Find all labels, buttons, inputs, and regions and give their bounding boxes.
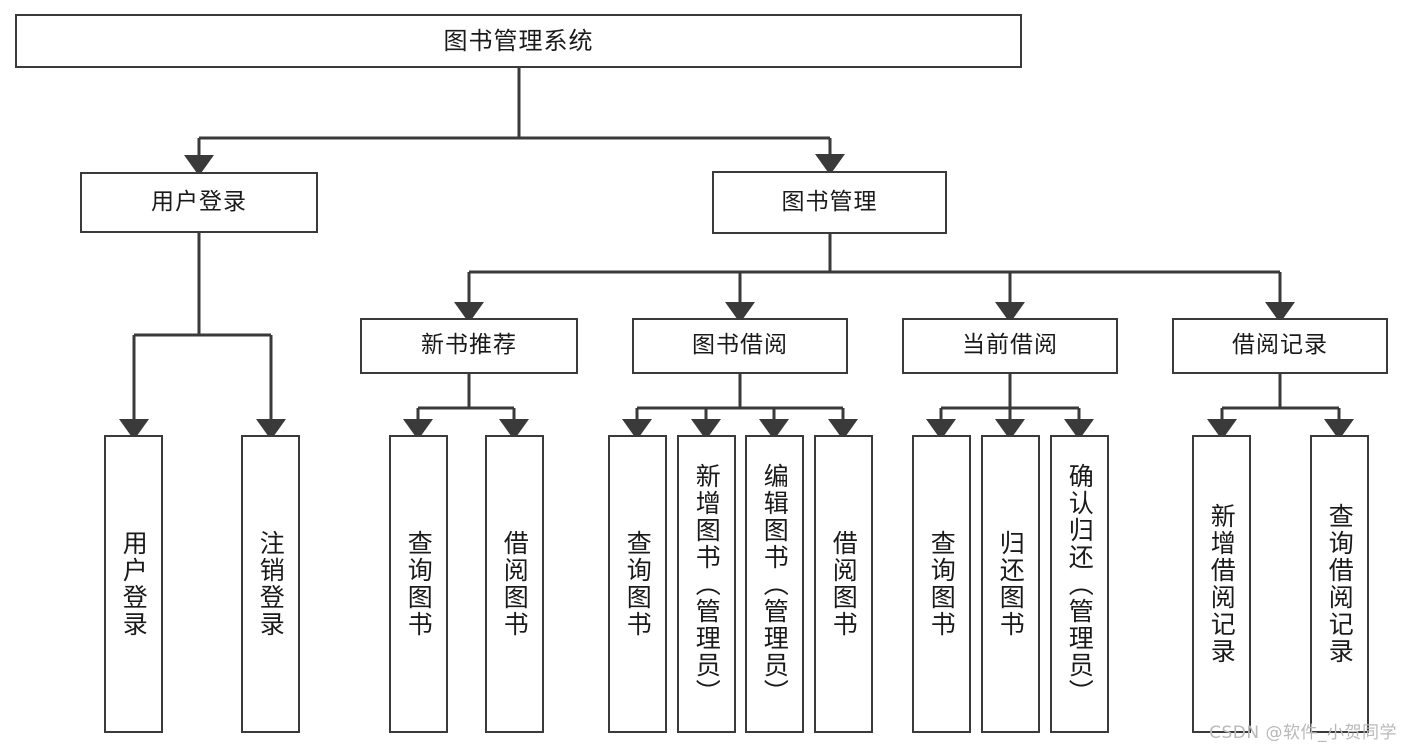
node-user-login[interactable]: 用户登录 — [80, 172, 318, 233]
leaf-new-book-borrow-book[interactable]: 借阅图书 — [485, 435, 544, 733]
node-label: 确认归还（管理员） — [1065, 462, 1095, 706]
node-label: 新增借阅记录 — [1207, 503, 1237, 665]
node-label: 注销登录 — [256, 530, 286, 638]
node-new-book-recommend[interactable]: 新书推荐 — [360, 318, 578, 374]
node-label: 查询图书 — [623, 530, 653, 638]
node-label: 查询图书 — [927, 530, 957, 638]
node-label: 新书推荐 — [421, 332, 517, 359]
node-root-book-management-system[interactable]: 图书管理系统 — [15, 14, 1022, 68]
node-label: 当前借阅 — [962, 332, 1058, 359]
node-label: 用户登录 — [119, 530, 149, 638]
node-label: 归还图书 — [996, 530, 1026, 638]
node-label: 新增图书（管理员） — [692, 462, 722, 706]
node-label: 借阅图书 — [500, 530, 530, 638]
node-label: 借阅图书 — [829, 530, 859, 638]
leaf-borrow-record-query-record[interactable]: 查询借阅记录 — [1310, 435, 1369, 733]
node-borrow-record[interactable]: 借阅记录 — [1172, 318, 1388, 374]
node-label: 借阅记录 — [1232, 332, 1328, 359]
leaf-book-borrow-borrow-book[interactable]: 借阅图书 — [814, 435, 873, 733]
node-label: 编辑图书（管理员） — [760, 462, 790, 706]
leaf-borrow-record-add-record[interactable]: 新增借阅记录 — [1192, 435, 1251, 733]
node-label: 图书管理系统 — [443, 26, 594, 55]
node-current-borrow[interactable]: 当前借阅 — [902, 318, 1118, 374]
leaf-book-borrow-query-book[interactable]: 查询图书 — [608, 435, 667, 733]
node-book-borrow[interactable]: 图书借阅 — [632, 318, 848, 374]
leaf-book-borrow-add-book-admin[interactable]: 新增图书（管理员） — [677, 435, 736, 733]
node-label: 查询图书 — [404, 530, 434, 638]
node-book-management[interactable]: 图书管理 — [712, 171, 947, 234]
csdn-watermark: CSDN @软件_小贺同学 — [1209, 723, 1397, 743]
leaf-current-borrow-query-book[interactable]: 查询图书 — [912, 435, 971, 733]
leaf-book-borrow-edit-book-admin[interactable]: 编辑图书（管理员） — [745, 435, 804, 733]
node-label: 图书管理 — [781, 188, 878, 215]
leaf-current-borrow-return-book[interactable]: 归还图书 — [981, 435, 1040, 733]
node-label: 图书借阅 — [692, 332, 788, 359]
node-label: 用户登录 — [151, 188, 247, 215]
leaf-user-login-login[interactable]: 用户登录 — [104, 435, 163, 733]
node-label: 查询借阅记录 — [1325, 503, 1355, 665]
leaf-current-borrow-confirm-return-admin[interactable]: 确认归还（管理员） — [1050, 435, 1109, 733]
leaf-user-login-logout[interactable]: 注销登录 — [241, 435, 300, 733]
leaf-new-book-query-book[interactable]: 查询图书 — [389, 435, 448, 733]
